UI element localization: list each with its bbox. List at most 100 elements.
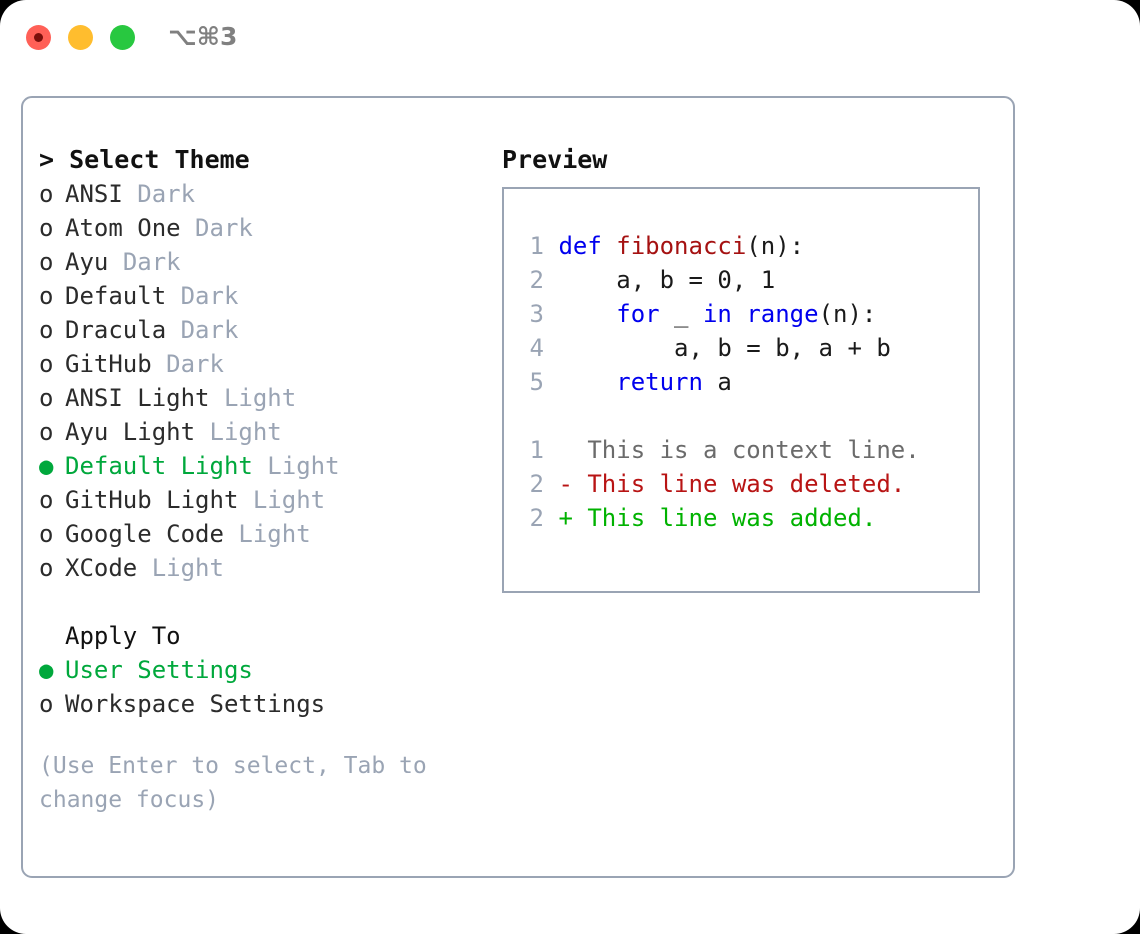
theme-variant-tag: Dark	[166, 350, 224, 378]
close-window-button[interactable]	[26, 25, 51, 50]
code-token-txt	[732, 300, 746, 328]
theme-option-ansi[interactable]: o ANSI Dark	[39, 177, 479, 211]
apply-to-option-list: ● User Settings o Workspace Settings	[39, 653, 479, 721]
code-token-kw: for	[616, 300, 660, 328]
diff-line-add: 2 + This line was added.	[518, 501, 972, 535]
theme-option-default-light[interactable]: ● Default Light Light	[39, 449, 479, 483]
theme-variant-tag: Dark	[180, 316, 239, 344]
theme-variant-tag: Light	[267, 452, 340, 480]
theme-option-google-code[interactable]: o Google Code Light	[39, 517, 479, 551]
theme-variant-tag: Light	[238, 520, 311, 548]
theme-option-label: XCode	[65, 554, 138, 582]
radio-unselected-icon: o	[39, 180, 54, 208]
radio-selected-icon: ●	[39, 656, 54, 684]
radio-unselected-icon: o	[39, 384, 54, 412]
line-number: 5	[529, 368, 544, 396]
theme-variant-tag: Light	[151, 554, 224, 582]
radio-unselected-icon: o	[39, 418, 54, 446]
radio-unselected-icon: o	[39, 248, 54, 276]
theme-option-ayu-light[interactable]: o Ayu Light Light	[39, 415, 479, 449]
apply-to-option-label: User Settings	[65, 656, 253, 684]
apply-to-option-workspace-settings[interactable]: o Workspace Settings	[39, 687, 479, 721]
diff-line-text: - This line was deleted.	[544, 470, 906, 498]
theme-option-xcode[interactable]: o XCode Light	[39, 551, 479, 585]
title-bar: ⌥⌘3	[0, 0, 1140, 78]
code-token-kw: def	[558, 232, 617, 260]
theme-option-label: ANSI	[65, 180, 123, 208]
line-number: 2	[529, 470, 544, 498]
theme-option-dracula[interactable]: o Dracula Dark	[39, 313, 479, 347]
theme-option-label: Dracula	[65, 316, 167, 344]
theme-variant-tag: Light	[252, 486, 326, 514]
diff-line-ctx: 1 This is a context line.	[518, 433, 972, 467]
radio-unselected-icon: o	[39, 520, 54, 548]
radio-unselected-icon: o	[39, 350, 54, 378]
apply-to-option-label: Workspace Settings	[65, 690, 326, 718]
theme-option-label: Atom One	[65, 214, 181, 242]
diff-sample: 1 This is a context line.2 - This line w…	[518, 433, 972, 535]
code-line: 2 a, b = 0, 1	[518, 263, 972, 297]
theme-variant-tag: Light	[209, 418, 282, 446]
maximize-window-button[interactable]	[110, 25, 135, 50]
theme-option-atom-one[interactable]: o Atom One Dark	[39, 211, 479, 245]
diff-line-text: + This line was added.	[544, 504, 877, 532]
code-token-txt: _	[659, 300, 703, 328]
code-token-txt: a, b = b, a + b	[558, 334, 891, 362]
theme-variant-tag: Dark	[180, 282, 239, 310]
code-token-kw: range	[746, 300, 819, 328]
code-token-txt: a, b = 0, 1	[558, 266, 776, 294]
apply-to-option-user-settings[interactable]: ● User Settings	[39, 653, 479, 687]
keyboard-hint-text: (Use Enter to select, Tab to change focu…	[39, 753, 441, 813]
radio-unselected-icon: o	[39, 690, 54, 718]
theme-variant-tag: Light	[223, 384, 297, 412]
code-line: 1 def fibonacci(n):	[518, 229, 972, 263]
code-token-txt	[558, 300, 616, 328]
theme-option-label: Ayu	[65, 248, 109, 276]
theme-option-label: GitHub Light	[65, 486, 239, 514]
code-token-txt: (n):	[746, 232, 805, 260]
radio-unselected-icon: o	[39, 316, 54, 344]
traffic-lights	[26, 25, 135, 50]
theme-option-label: Ayu Light	[65, 418, 196, 446]
theme-variant-tag: Dark	[137, 180, 196, 208]
apply-to-header: Apply To	[65, 622, 181, 650]
theme-option-label: GitHub	[65, 350, 152, 378]
line-number: 1	[529, 232, 544, 260]
minimize-window-button[interactable]	[68, 25, 93, 50]
select-theme-header: > Select Theme	[39, 145, 250, 174]
preview-title: Preview	[502, 145, 608, 174]
line-number: 2	[529, 266, 544, 294]
theme-variant-tag: Dark	[195, 214, 253, 242]
code-token-kw: in	[702, 300, 732, 328]
line-number: 1	[529, 436, 544, 464]
theme-option-label: Default Light	[65, 452, 253, 480]
line-number: 4	[529, 334, 544, 362]
theme-option-label: Default	[65, 282, 167, 310]
theme-option-default[interactable]: o Default Dark	[39, 279, 479, 313]
theme-option-label: Google Code	[65, 520, 224, 548]
code-token-fn: fibonacci	[616, 232, 747, 260]
preview-column: Preview 1 def fibonacci(n):2 a, b = 0, 1…	[502, 143, 992, 593]
diff-line-text: This is a context line.	[544, 436, 920, 464]
radio-unselected-icon: o	[39, 554, 54, 582]
code-line: 4 a, b = b, a + b	[518, 331, 972, 365]
theme-option-github[interactable]: o GitHub Dark	[39, 347, 479, 381]
code-token-txt: (n):	[818, 300, 877, 328]
radio-selected-icon: ●	[39, 452, 54, 480]
line-number: 2	[529, 504, 544, 532]
code-token-kw: return	[616, 368, 703, 396]
code-token-txt	[558, 368, 616, 396]
radio-unselected-icon: o	[39, 282, 54, 310]
code-line: 5 return a	[518, 365, 972, 399]
radio-unselected-icon: o	[39, 214, 54, 242]
code-token-txt: a	[702, 368, 732, 396]
